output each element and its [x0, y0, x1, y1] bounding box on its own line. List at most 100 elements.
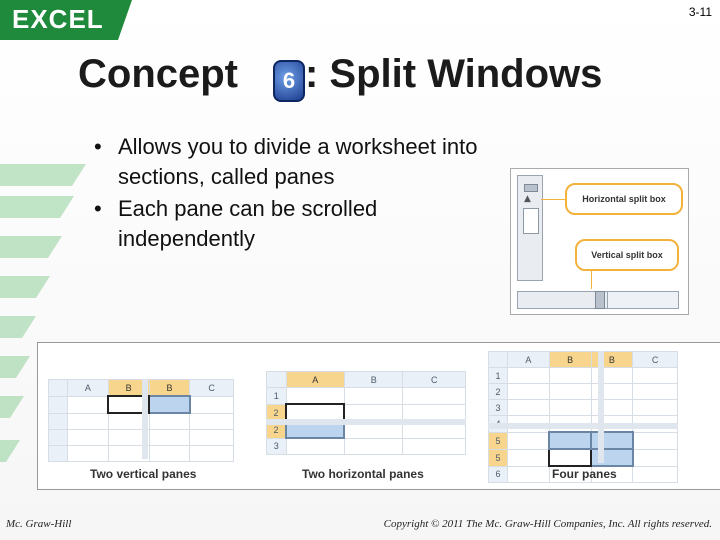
row-header[interactable]: 2 [488, 383, 508, 400]
column-header[interactable]: A [507, 351, 550, 368]
decorative-stripe [0, 440, 20, 462]
four-panes-grid: A B B C 1 2 3 4 5 5 6 [488, 351, 678, 483]
cell[interactable] [189, 395, 234, 414]
row-header[interactable]: 2 [266, 403, 287, 422]
decorative-stripe [0, 196, 74, 218]
cell[interactable] [402, 387, 466, 405]
vertical-split-box[interactable] [595, 291, 605, 309]
copyright-notice: Copyright © 2011 The Mc. Graw-Hill Compa… [383, 518, 712, 530]
cell[interactable] [507, 367, 550, 384]
column-header[interactable]: A [285, 371, 345, 388]
active-cell[interactable] [548, 448, 593, 467]
column-header[interactable]: C [632, 351, 678, 368]
split-box-callout-image: ▲ Horizontal split box Vertical split bo… [510, 168, 689, 315]
split-panes-figure: A B B C Two vertical panes A B C 1 2 2 3… [37, 342, 720, 490]
callout-leader-line [541, 199, 567, 200]
corner-cell [266, 371, 287, 388]
cell[interactable] [189, 429, 234, 446]
concept-number: 6 [282, 68, 296, 93]
slide-title-topic: : Split Windows [305, 52, 603, 96]
cell[interactable] [67, 429, 109, 446]
two-vertical-panes-grid: A B B C [48, 379, 234, 462]
active-cell[interactable] [107, 395, 151, 414]
column-header[interactable]: B [343, 371, 404, 388]
cell[interactable] [632, 448, 678, 467]
bullet-item: Allows you to divide a worksheet into se… [88, 132, 488, 192]
row-header[interactable]: 3 [266, 437, 287, 455]
row-header[interactable]: 6 [488, 465, 508, 483]
cell[interactable] [507, 399, 550, 416]
cell[interactable] [402, 437, 466, 455]
row-header[interactable] [48, 395, 68, 414]
publisher-name: Mc. Graw-Hill [6, 518, 72, 530]
cell[interactable] [67, 412, 109, 430]
decorative-stripe [0, 316, 36, 338]
cell[interactable] [148, 445, 191, 462]
column-header[interactable]: B [148, 379, 191, 397]
cell[interactable] [107, 445, 150, 462]
horizontal-split-box[interactable] [524, 184, 538, 192]
row-header[interactable]: 5 [488, 431, 508, 450]
horizontal-split-label-text: Horizontal split box [582, 194, 666, 204]
cell[interactable] [285, 437, 345, 455]
selected-cell[interactable] [148, 395, 191, 414]
vertical-split-bar[interactable] [142, 379, 148, 459]
cell[interactable] [148, 429, 191, 446]
concept-number-badge: 6 [273, 60, 305, 102]
column-header[interactable]: C [189, 379, 234, 397]
callout-leader-line [591, 269, 594, 289]
cell[interactable] [148, 412, 191, 430]
decorative-stripe [0, 164, 86, 186]
bullet-item: Each pane can be scrolled independently [88, 194, 488, 254]
cell[interactable] [507, 383, 550, 400]
cell[interactable] [548, 399, 592, 416]
column-header[interactable]: C [402, 371, 466, 388]
column-header[interactable]: B [548, 351, 592, 368]
four-panes-caption: Four panes [552, 467, 617, 481]
two-horizontal-panes-grid: A B C 1 2 2 3 [266, 371, 466, 455]
cell[interactable] [189, 445, 234, 462]
excel-logo-banner [0, 0, 132, 40]
row-header[interactable]: 3 [488, 399, 508, 416]
cell[interactable] [590, 465, 634, 483]
horizontal-split-bar[interactable] [488, 423, 678, 429]
cell[interactable] [632, 383, 678, 400]
cell[interactable] [507, 465, 550, 483]
vertical-split-bar[interactable] [598, 351, 604, 463]
scroll-up-arrow-icon[interactable]: ▲ [524, 194, 531, 204]
horizontal-split-bar[interactable] [266, 419, 466, 425]
vertical-split-box-label: Vertical split box [575, 239, 679, 271]
cell[interactable] [632, 431, 678, 450]
column-header[interactable]: A [67, 379, 109, 397]
cell[interactable] [632, 367, 678, 384]
cell[interactable] [632, 399, 678, 416]
two-horizontal-panes-caption: Two horizontal panes [302, 467, 424, 481]
two-vertical-panes-caption: Two vertical panes [90, 467, 197, 481]
row-header[interactable]: 1 [266, 387, 287, 405]
cell[interactable] [189, 412, 234, 430]
slide-number: 3-11 [688, 5, 712, 19]
cell[interactable] [507, 431, 550, 450]
cell[interactable] [343, 387, 404, 405]
cell[interactable] [67, 445, 109, 462]
vertical-scrollbar[interactable]: ▲ [517, 175, 543, 281]
cell[interactable] [343, 437, 404, 455]
decorative-stripe [0, 276, 50, 298]
cell[interactable] [632, 465, 678, 483]
cell[interactable] [548, 383, 592, 400]
row-header[interactable] [48, 429, 68, 446]
horizontal-split-box-label: Horizontal split box [565, 183, 683, 215]
row-header[interactable] [48, 445, 68, 462]
row-header[interactable] [48, 412, 68, 430]
decorative-stripe [0, 396, 24, 418]
vertical-scroll-thumb[interactable] [523, 208, 539, 234]
cell[interactable] [548, 367, 592, 384]
selected-cell[interactable] [548, 431, 593, 450]
slide-title-concept: Concept [78, 52, 238, 96]
row-header[interactable]: 5 [488, 448, 508, 467]
cell[interactable] [285, 387, 345, 405]
cell[interactable] [67, 395, 109, 414]
cell[interactable] [507, 448, 550, 467]
row-header[interactable]: 1 [488, 367, 508, 384]
decorative-stripe [0, 236, 62, 258]
